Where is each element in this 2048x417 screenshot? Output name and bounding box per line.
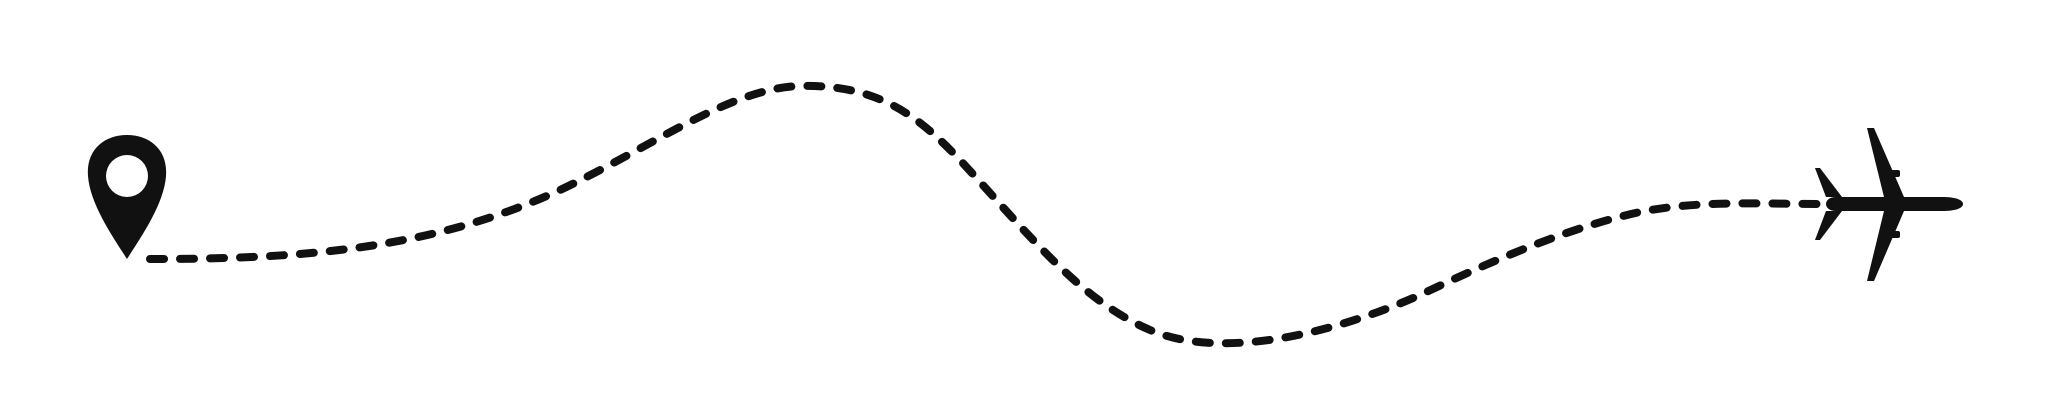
airplane-icon	[1815, 128, 1963, 281]
dashed-route-line	[146, 81, 1824, 348]
location-pin-icon	[87, 135, 167, 259]
